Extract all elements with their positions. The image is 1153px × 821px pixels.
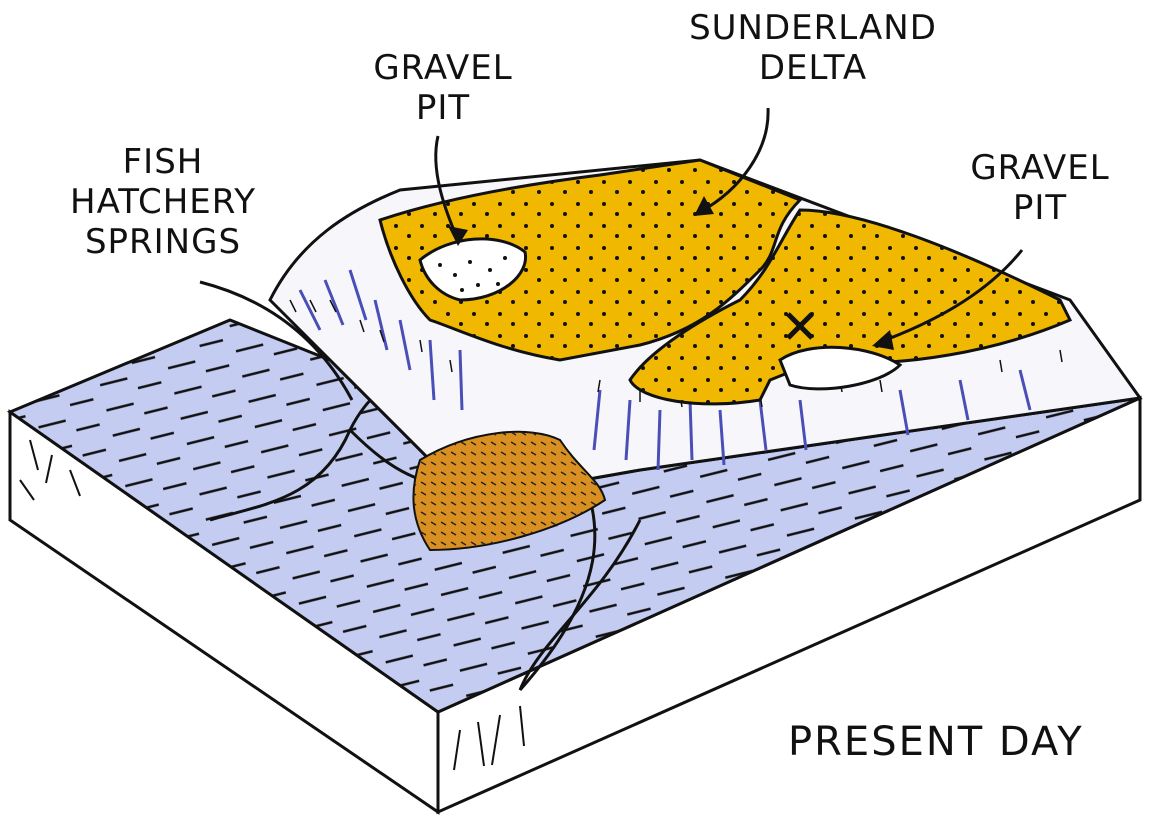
sunderland-delta-label: SUNDERLAND DELTA bbox=[668, 8, 958, 88]
fish-hatchery-springs-label: FISH HATCHERY SPRINGS bbox=[48, 142, 278, 262]
sunderland-line-1: SUNDERLAND bbox=[668, 8, 958, 48]
sunderland-line-2: DELTA bbox=[668, 48, 958, 88]
fish-line-3: SPRINGS bbox=[48, 222, 278, 262]
gravel-pit-left-line-1: GRAVEL bbox=[358, 48, 528, 88]
present-day-label: PRESENT DAY bbox=[788, 722, 1084, 762]
gravel-pit-left-line-2: PIT bbox=[358, 88, 528, 128]
fish-line-2: HATCHERY bbox=[48, 182, 278, 222]
gravel-pit-left-label: GRAVEL PIT bbox=[358, 48, 528, 128]
gravel-pit-right-label: GRAVEL PIT bbox=[950, 148, 1130, 228]
fish-line-1: FISH bbox=[48, 142, 278, 182]
gravel-pit-right-line-1: GRAVEL bbox=[950, 148, 1130, 188]
gravel-pit-right-line-2: PIT bbox=[950, 188, 1130, 228]
